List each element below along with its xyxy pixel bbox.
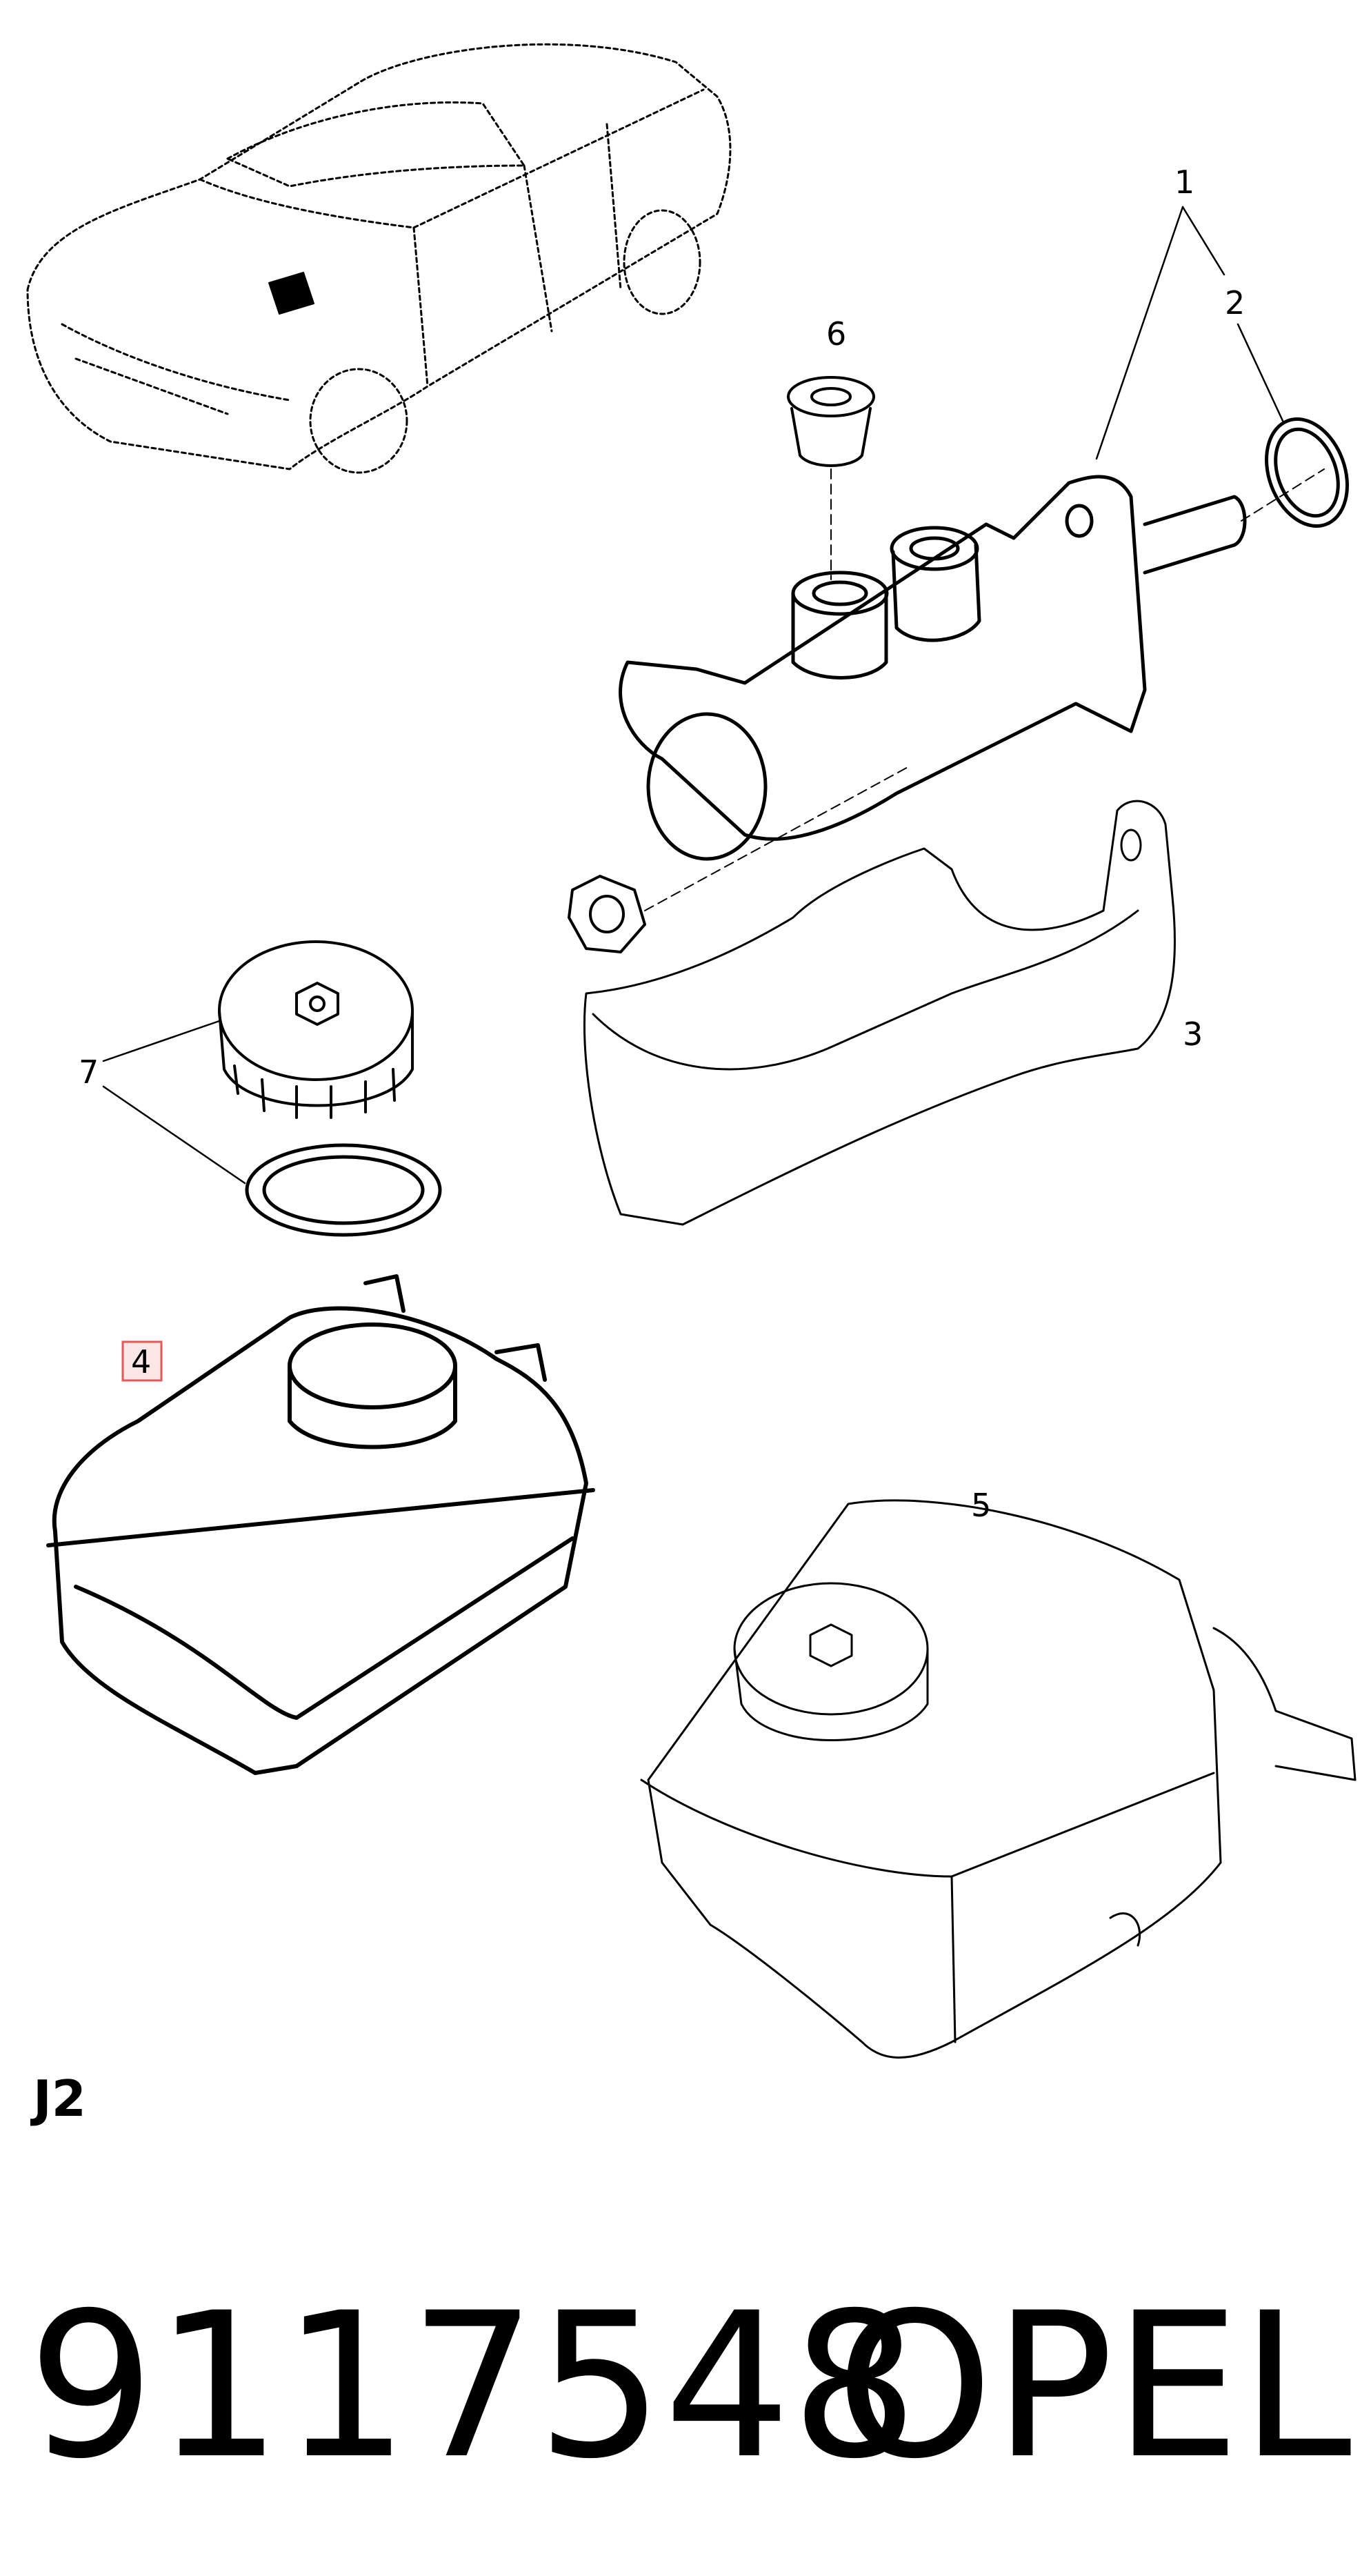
mounting-nut bbox=[568, 875, 646, 953]
callout-2: 2 bbox=[1225, 284, 1245, 321]
callout-1: 1 bbox=[1174, 164, 1194, 201]
part-4-reservoir bbox=[46, 1274, 595, 1775]
part-7-cap-seal bbox=[245, 1143, 442, 1237]
part-2-seal-ring bbox=[1265, 417, 1349, 528]
leader-lines bbox=[102, 206, 1284, 1185]
callout-labels: 1 2 3 4 5 6 7 bbox=[79, 164, 1245, 1524]
callout-4-highlight bbox=[121, 1340, 163, 1382]
section-code: J2 bbox=[33, 2070, 86, 2128]
part-number: 9117548 bbox=[28, 2270, 919, 2503]
brand-name: OPEL bbox=[836, 2270, 1352, 2503]
callout-4: 4 bbox=[131, 1343, 151, 1380]
part-1-master-cylinder bbox=[619, 475, 1247, 861]
part-footer: 9117548 OPEL bbox=[28, 2283, 1352, 2490]
part-5-reservoir-assembly bbox=[640, 1499, 1357, 2059]
car-illustration bbox=[26, 43, 732, 474]
part-7-filler-cap bbox=[218, 940, 414, 1119]
callout-3: 3 bbox=[1183, 1015, 1203, 1053]
part-3-shield bbox=[583, 800, 1176, 1226]
callout-7: 7 bbox=[79, 1053, 99, 1091]
callout-5: 5 bbox=[971, 1487, 991, 1524]
part-6-grommet bbox=[787, 376, 875, 467]
callout-6: 6 bbox=[826, 315, 846, 353]
reservoir-location-marker bbox=[268, 272, 314, 315]
